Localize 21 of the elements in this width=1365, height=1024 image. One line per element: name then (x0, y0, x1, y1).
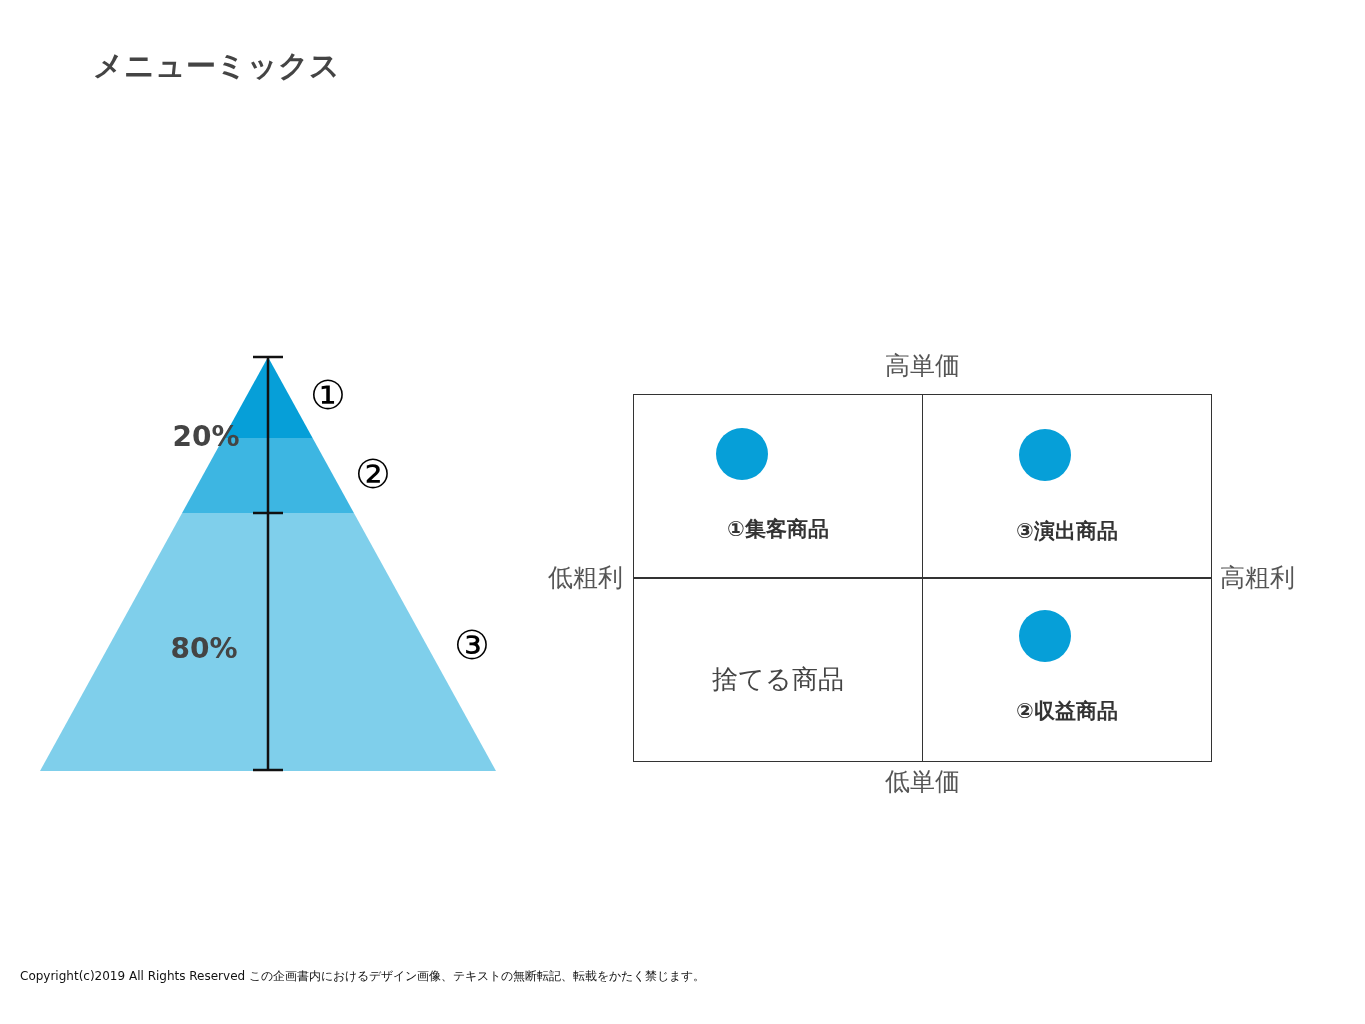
axis-label: 高粗利 (1220, 563, 1295, 593)
percentage-label: 80% (170, 632, 238, 666)
callout-number: ② (355, 450, 391, 498)
callout-number: ③ (454, 621, 490, 669)
axis-label: 低粗利 (548, 563, 623, 593)
dot (1019, 429, 1071, 481)
quadrant-label: 捨てる商品 (711, 663, 845, 696)
dot (1019, 610, 1071, 662)
quadrant-label: ③演出商品 (1015, 518, 1119, 545)
matrix-quadrant (633, 394, 923, 578)
matrix-quadrant (633, 578, 923, 762)
title: メニューミックス (93, 47, 340, 85)
quadrant-label: ②収益商品 (1015, 698, 1119, 725)
matrix-quadrant (922, 578, 1212, 762)
quadrant-label: ①集客商品 (726, 516, 830, 543)
axis-label: 高単価 (884, 351, 960, 381)
axis-label: 低単価 (884, 767, 960, 797)
callout-number: ① (310, 371, 346, 419)
matrix-quadrant (922, 394, 1212, 578)
dot (716, 428, 768, 480)
copyright-notice: Copyright(c)2019 All Rights Reserved この企画書内におけるデザイン画像、テキストの無断転記、転載をかたく禁じます。 (20, 968, 705, 984)
